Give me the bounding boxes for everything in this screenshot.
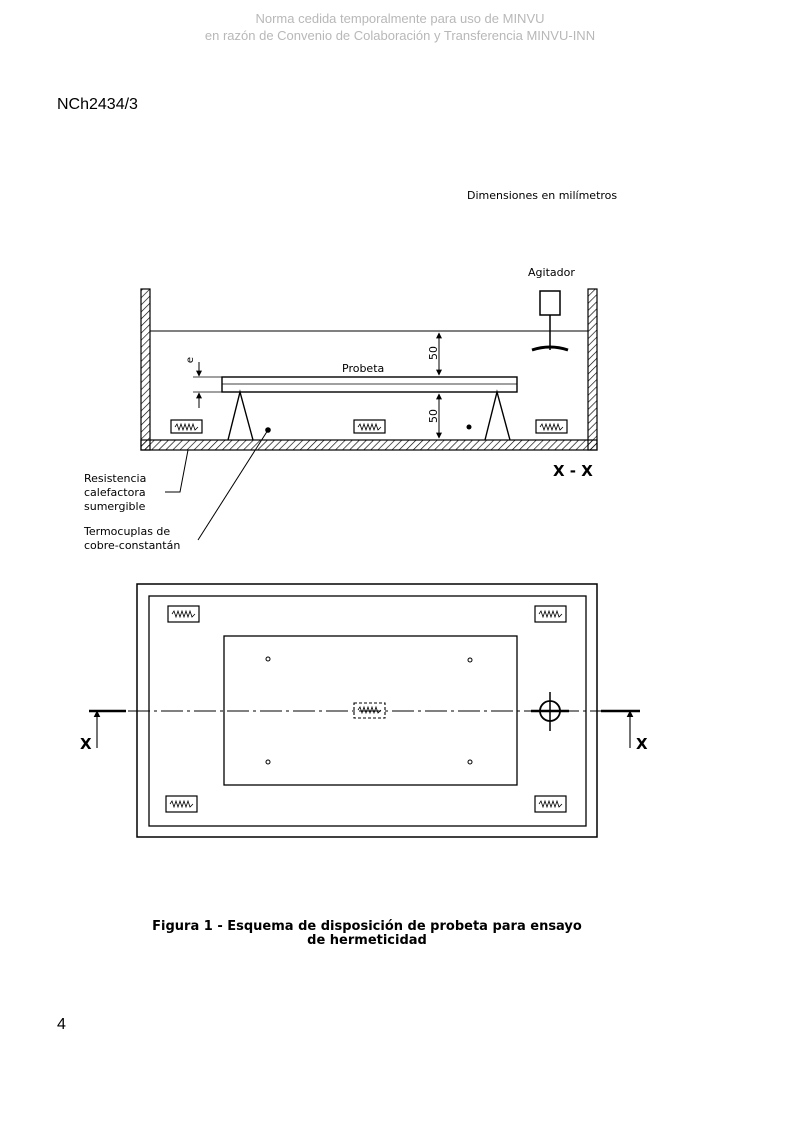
thermocouple-plan-4 [467,759,473,765]
agitator-blades [531,345,569,352]
plan-view: X X [80,583,648,838]
support-left [227,389,254,441]
heater-plan-center-hidden [353,702,386,719]
section-cut-left [89,709,126,748]
cut-label-left: X [80,735,92,753]
thermocouple-label-line-2: cobre-constantán [84,539,180,552]
agitator-label: Agitador [528,266,575,279]
support-right [484,389,511,441]
heater-label-line-2: calefactora [84,486,146,499]
watermark: Norma cedida temporalmente para uso de M… [0,10,800,44]
tank-outer-outline [136,583,598,838]
tank-left-wall [140,288,151,451]
section-view: Agitador Probeta 50 50 [83,266,598,552]
figure-caption-line-1: Figura 1 - Esquema de disposición de pro… [152,919,582,934]
thermocouple-plan-2 [467,657,473,663]
section-label: X - X [553,462,593,480]
figure-caption-line-2: de hermeticidad [307,933,427,948]
heater-section-2 [353,419,386,434]
thermocouple-leader [197,429,269,541]
units-note: Dimensiones en milímetros [467,189,617,202]
thermocouple-plan-3 [265,759,271,765]
dimension-bottom-value: 50 [427,409,440,423]
cut-label-right: X [636,735,648,753]
thickness-label: e [185,357,196,363]
specimen-label: Probeta [342,362,384,375]
thermocouple-label-line-1: Termocuplas de [83,525,170,538]
specimen-plan [223,635,518,786]
heater-section-3 [535,419,568,434]
specimen-bar [221,376,518,393]
heater-leader [165,449,189,493]
tank-bottom [140,439,598,451]
tank-right-wall [587,288,598,451]
heater-label-line-1: Resistencia [84,472,146,485]
heater-plan-bottom-right [534,795,567,813]
page-number: 4 [57,1016,66,1033]
dimension-top-value: 50 [427,346,440,360]
heater-plan-top-right [534,605,567,623]
heater-label-line-3: sumergible [84,500,146,513]
thermocouple-plan-1 [265,656,271,662]
watermark-line-2: en razón de Convenio de Colaboración y T… [204,28,596,43]
document-code: NCh2434/3 [57,96,138,113]
heater-section-1 [170,419,203,434]
heater-plan-top-left [167,605,200,623]
heater-plan-bottom-left [165,795,198,813]
agitator-plan [531,692,569,731]
agitator-motor [539,290,561,316]
watermark-line-1: Norma cedida temporalmente para uso de M… [255,11,545,26]
thermocouple-section-2 [466,424,472,430]
section-cut-right [601,709,640,748]
